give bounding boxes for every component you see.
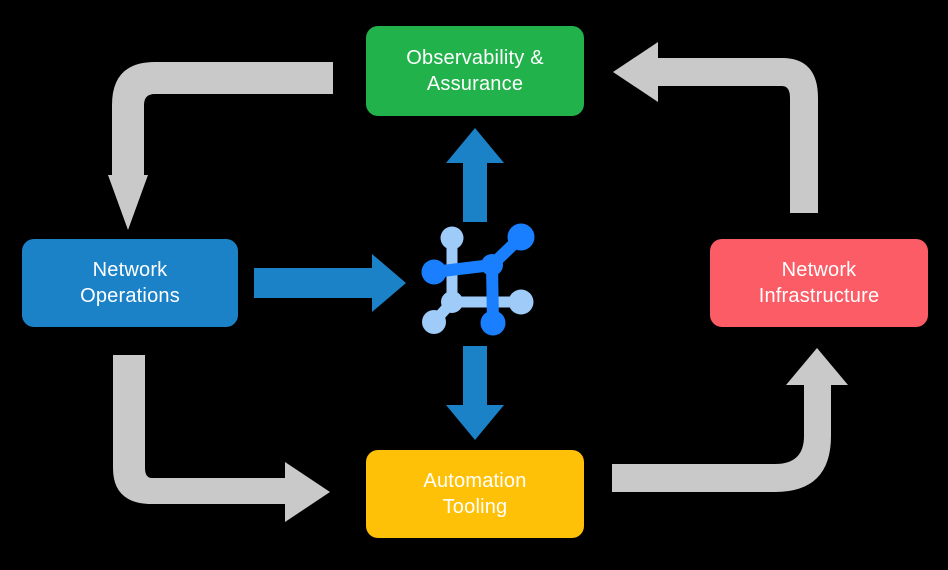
cycle-arrow-automation-to-infrastructure bbox=[612, 348, 848, 492]
node-box-automation-tooling[interactable]: Automation Tooling bbox=[366, 450, 584, 538]
node-box-network-operations-label: Network Operations bbox=[80, 259, 180, 307]
node-box-automation-tooling-label: Automation Tooling bbox=[423, 470, 527, 518]
hub-arrow-hub-to-automation bbox=[446, 346, 504, 440]
network-topology-icon bbox=[421, 223, 535, 336]
node-box-network-operations[interactable]: Network Operations bbox=[22, 239, 238, 327]
node-box-network-infrastructure-label: Network Infrastructure bbox=[758, 259, 880, 307]
topology-nodes bbox=[421, 223, 535, 336]
node-box-observability[interactable]: Observability & Assurance bbox=[366, 26, 584, 116]
cycle-arrow-operations-to-automation bbox=[113, 355, 330, 522]
cycle-arrow-infrastructure-to-observability bbox=[613, 42, 818, 213]
node-box-network-infrastructure[interactable]: Network Infrastructure bbox=[710, 239, 928, 327]
node-box-observability-label: Observability & Assurance bbox=[406, 47, 544, 95]
cycle-arrow-observability-to-operations bbox=[108, 62, 333, 230]
hub-arrow-hub-to-observability bbox=[446, 128, 504, 222]
hub-arrow-operations-to-hub bbox=[254, 254, 406, 312]
